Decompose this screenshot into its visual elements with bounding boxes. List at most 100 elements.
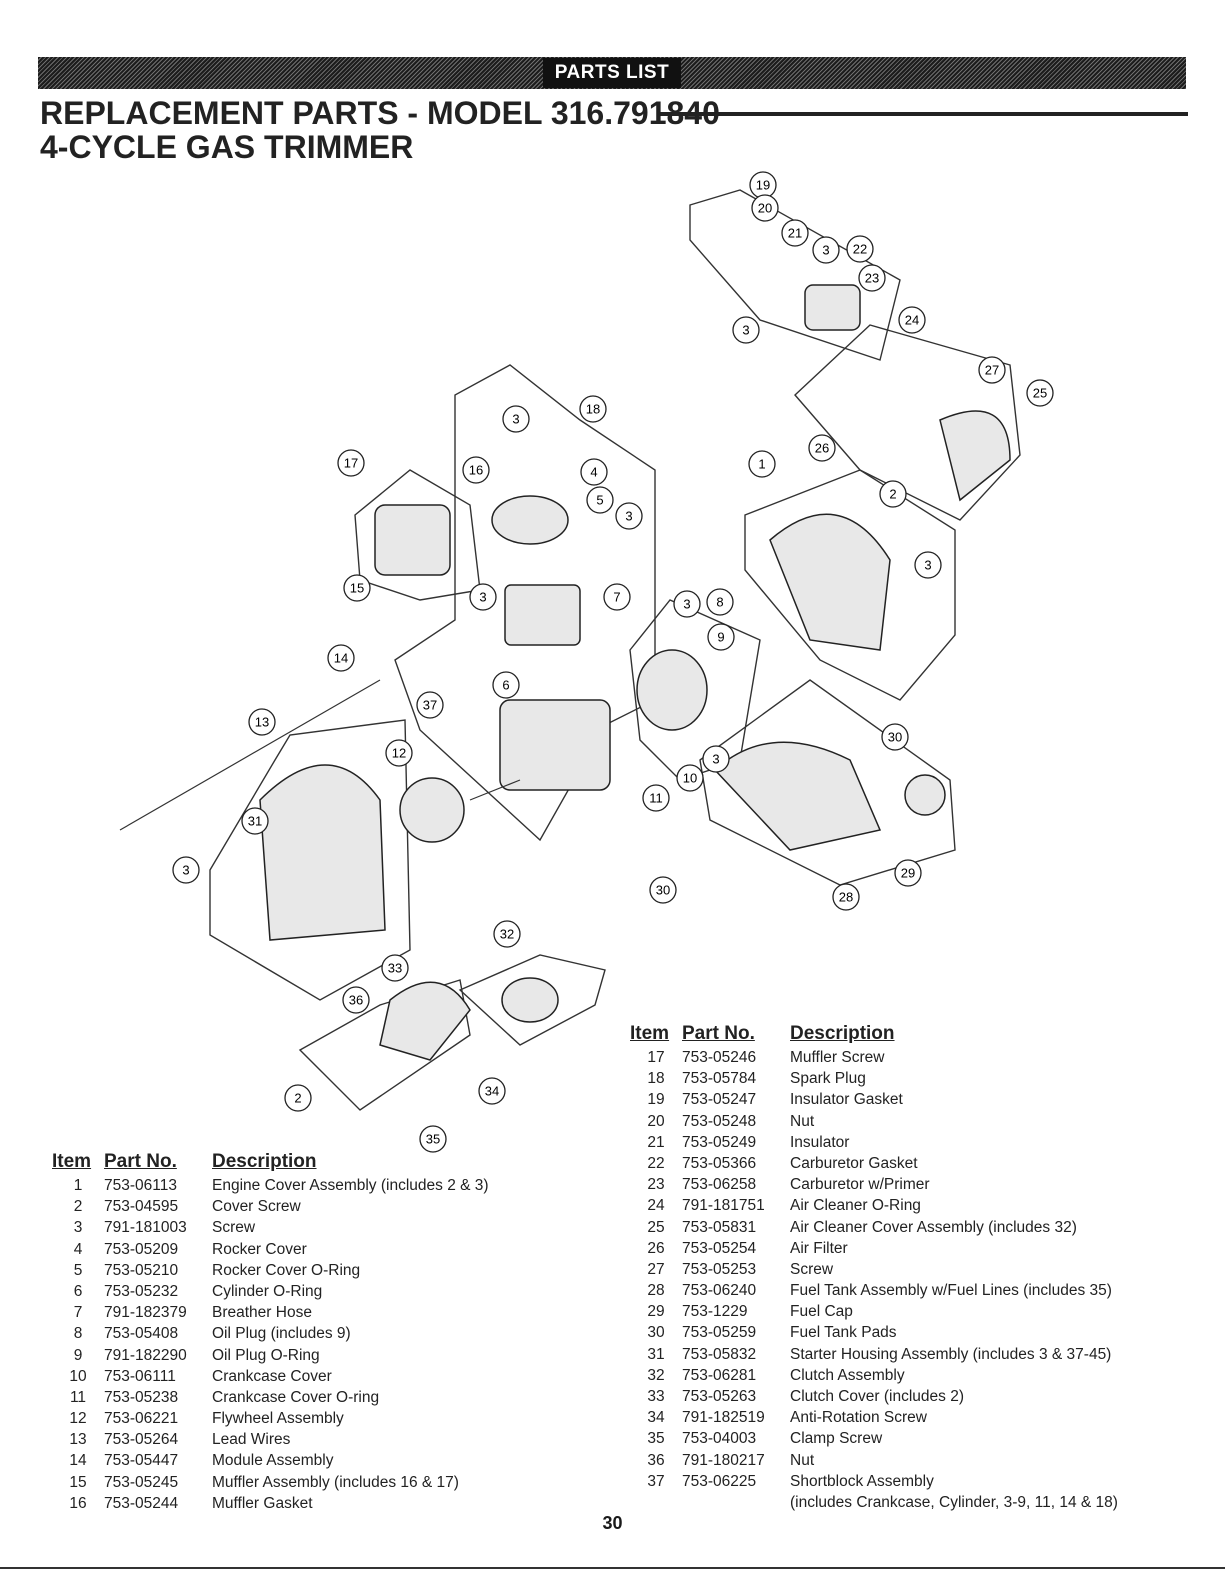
callout-number: 8 <box>716 595 723 610</box>
item-number: 23 <box>647 1176 665 1194</box>
callout-number: 6 <box>502 678 509 693</box>
callout-number: 29 <box>901 866 915 881</box>
item-number: 28 <box>647 1282 665 1300</box>
callout-number: 12 <box>392 746 406 761</box>
table-header: Item Part No. Description <box>630 1021 1118 1047</box>
carburetor-shape <box>804 284 861 331</box>
callout-circle <box>706 588 734 616</box>
callout-number: 31 <box>248 814 262 829</box>
part-description: Cover Screw <box>212 1198 301 1216</box>
callout-circle <box>381 954 409 982</box>
title-line-1: REPLACEMENT PARTS - MODEL 316.791840 <box>40 95 720 131</box>
part-number: 753-05246 <box>682 1049 757 1066</box>
callout-circle <box>894 859 922 887</box>
callout-circle <box>586 486 614 514</box>
item-number: 25 <box>647 1218 665 1236</box>
callout-circle <box>914 551 942 579</box>
callout-circle <box>462 456 490 484</box>
item-number: 31 <box>647 1345 665 1363</box>
part-number: 753-05263 <box>682 1388 757 1405</box>
fuel-cap-shape <box>904 774 946 816</box>
part-number: 791-181751 <box>682 1197 765 1215</box>
callout-number: 17 <box>344 456 358 471</box>
callout-number: 21 <box>788 226 802 241</box>
callout-circle <box>172 856 200 884</box>
header-description: Description <box>790 1023 895 1044</box>
callout-circle <box>881 723 909 751</box>
callout-circle <box>416 691 444 719</box>
item-number: 22 <box>647 1154 665 1172</box>
engine-cover-shape <box>769 513 891 651</box>
part-number: 753-05248 <box>682 1112 757 1130</box>
part-number: 753-05249 <box>682 1133 757 1151</box>
callout-number: 37 <box>423 698 437 713</box>
callout-number: 19 <box>756 178 770 193</box>
callout-circle <box>748 450 776 478</box>
crankcase-cover-shape <box>636 649 708 731</box>
callout-circle <box>808 434 836 462</box>
item-number: 4 <box>73 1240 83 1258</box>
callout-number: 25 <box>1033 386 1047 401</box>
item-number: 10 <box>69 1367 87 1385</box>
cylinder-shape <box>504 584 581 646</box>
callout-circle <box>978 356 1006 384</box>
part-description: Spark Plug <box>790 1070 866 1088</box>
callout-number: 3 <box>625 509 632 524</box>
item-number: 15 <box>69 1473 87 1491</box>
part-description: Crankcase Cover <box>212 1367 332 1385</box>
banner-label: PARTS LIST <box>542 58 682 88</box>
part-number: 753-05247 <box>682 1091 757 1109</box>
callout-number: 32 <box>500 927 514 942</box>
callout-circle <box>337 449 365 477</box>
part-description: Insulator Gasket <box>790 1091 903 1109</box>
item-number: 30 <box>647 1324 665 1342</box>
part-number: 791-180217 <box>682 1451 765 1469</box>
part-description: Engine Cover Assembly (includes 2 & 3) <box>212 1177 489 1194</box>
callout-number: 14 <box>334 651 348 666</box>
part-number: 753-05253 <box>682 1260 757 1278</box>
part-number: 753-06111 <box>104 1367 176 1385</box>
callout-number: 2 <box>889 487 896 502</box>
part-description: Muffler Screw <box>790 1049 885 1066</box>
callout-number: 5 <box>596 493 603 508</box>
part-description: Nut <box>790 1451 815 1469</box>
part-number: 753-06221 <box>104 1410 179 1428</box>
item-number: 5 <box>73 1261 83 1279</box>
item-number: 14 <box>69 1452 87 1470</box>
callout-circle <box>284 1084 312 1112</box>
part-description: Shortblock Assembly <box>790 1472 934 1490</box>
part-number: 753-06240 <box>682 1282 757 1300</box>
part-number: 753-05366 <box>682 1154 757 1172</box>
item-number: 20 <box>647 1112 665 1130</box>
part-description: Screw <box>212 1219 256 1237</box>
callout-number: 15 <box>350 581 364 596</box>
callout-number: 18 <box>586 402 600 417</box>
part-description: Clutch Assembly <box>790 1366 905 1384</box>
air-cleaner-outline <box>794 324 1021 521</box>
part-description: Carburetor w/Primer <box>790 1176 930 1194</box>
callout-circle <box>673 590 701 618</box>
part-description: Starter Housing Assembly (includes 3 & 3… <box>790 1345 1112 1363</box>
carburetor-outline <box>689 189 901 361</box>
engine-cover-outline <box>744 469 956 701</box>
item-number: 35 <box>647 1430 665 1448</box>
callout-number: 28 <box>839 890 853 905</box>
part-description: Air Cleaner Cover Assembly (includes 32) <box>790 1218 1077 1236</box>
callout-circle <box>579 395 607 423</box>
